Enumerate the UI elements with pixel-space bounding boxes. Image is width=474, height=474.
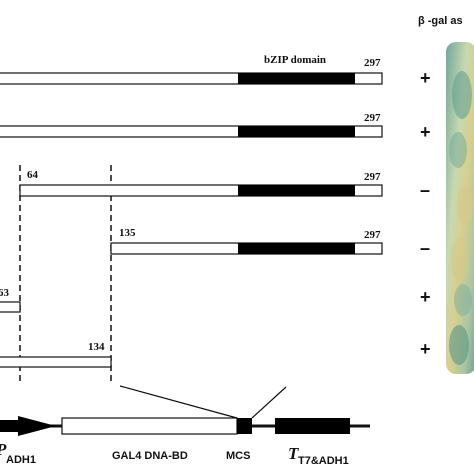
bzip-block — [238, 126, 355, 137]
promoter-arrow-icon — [18, 416, 56, 436]
bzip-block — [238, 73, 355, 84]
assay-result: – — [420, 238, 430, 258]
construct-start-label: 135 — [119, 227, 136, 239]
construct-row: 297 + — [0, 57, 431, 88]
mcs-label: MCS — [226, 450, 250, 462]
construct-row: 135 297 – — [110, 227, 430, 258]
construct-end-label: 134 — [88, 341, 105, 353]
mcs-block — [237, 418, 252, 434]
construct-end-label: 297 — [364, 171, 381, 183]
construct-end-label: 297 — [364, 57, 381, 69]
terminator-label: T — [288, 444, 299, 463]
construct-row: 134 + — [0, 339, 431, 368]
assay-result: + — [420, 122, 431, 142]
construct-end-label: 297 — [364, 229, 381, 241]
stain-image — [446, 42, 474, 374]
gal4-bd-label: GAL4 DNA-BD — [112, 450, 188, 462]
construct-row: 63 + — [0, 287, 431, 313]
terminator-sub-label: T7&ADH1 — [298, 455, 349, 467]
assay-result: + — [420, 339, 431, 359]
bzip-block — [238, 185, 355, 196]
bzip-block — [238, 243, 355, 254]
vector-map: P ADH1 GAL4 DNA-BD MCS T T7&ADH1 — [0, 385, 370, 467]
assay-header: β -gal as — [418, 15, 463, 27]
promoter-label: ADH1 — [6, 454, 36, 466]
construct-row: 64 297 – — [19, 169, 430, 200]
terminator-block — [275, 418, 350, 434]
construct-end-label: 297 — [364, 112, 381, 124]
promoter-p-label: P — [0, 440, 7, 459]
construct-row: 297 + — [0, 112, 431, 142]
assay-result: + — [420, 287, 431, 307]
bzip-domain-label: bZIP domain — [264, 54, 326, 66]
construct-end-label: 63 — [0, 287, 10, 299]
construct-start-label: 64 — [27, 169, 39, 181]
gal4-bd-block — [61, 417, 238, 435]
assay-result: – — [420, 180, 430, 200]
promoter-block — [0, 420, 20, 432]
assay-result: + — [420, 68, 431, 88]
